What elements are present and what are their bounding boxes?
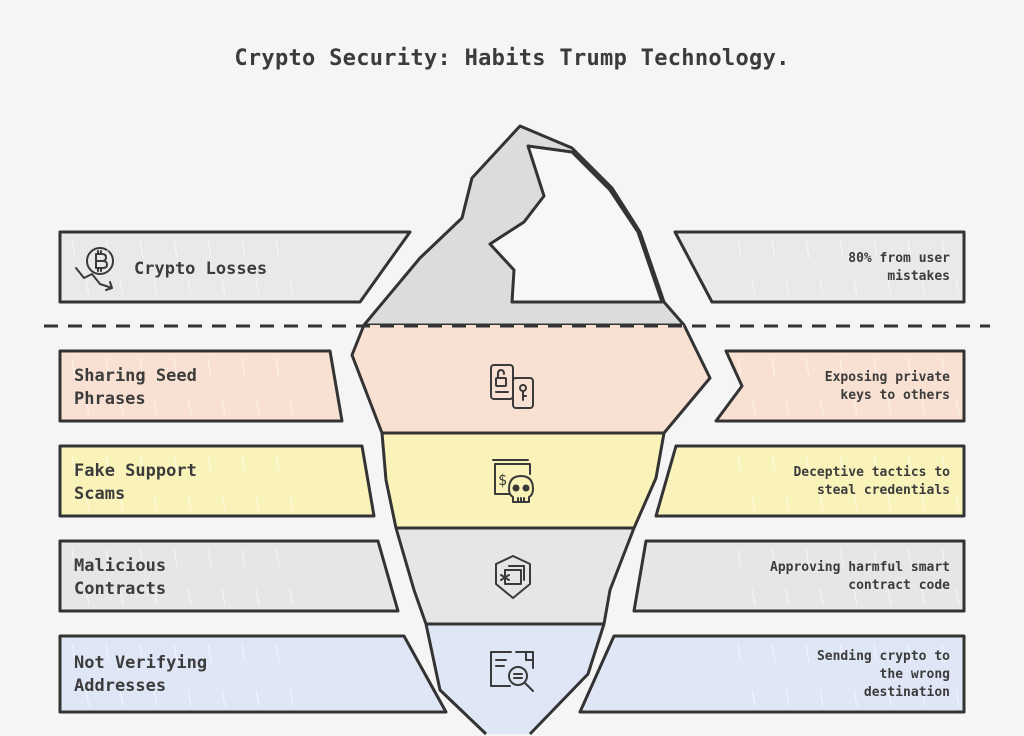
phone-key-lock-icon [490,364,534,409]
right-box-3 [632,539,966,613]
top-label: Crypto Losses [134,259,268,279]
money-skull-icon: $ [492,459,534,503]
left-box-3 [58,539,400,613]
layer-label-3: Malicious Contracts [74,556,167,599]
top-right-box [673,230,966,304]
hatch-marks [71,239,960,707]
address-search-icon [490,651,534,692]
top-left-box [58,230,412,304]
contract-shield-icon [495,555,531,599]
page-title: Crypto Security: Habits Trump Technology… [234,46,790,71]
svg-text:$: $ [498,471,507,489]
right-box-1 [714,349,966,423]
layer-label-2: Fake Support Scams [74,461,197,504]
layer-band-3 [396,528,634,624]
layer-description-4: Sending crypto to the wrong destination [816,649,950,700]
layer-description-2: Deceptive tactics to steal credentials [793,465,950,498]
left-box-2 [58,444,376,518]
iceberg-snow [488,144,664,304]
left-box-4 [58,634,448,714]
right-box-4 [578,634,966,714]
top-description: 80% from user mistakes [848,251,950,284]
layer-label-1: Sharing Seed Phrases [74,366,197,409]
layer-description-1: Exposing private keys to others [824,370,950,403]
layer-description-3: Approving harmful smart contract code [770,560,951,593]
right-box-2 [654,444,966,518]
layer-label-4: Not Verifying Addresses [74,653,208,696]
left-box-1 [58,349,344,423]
layer-band-2 [382,433,664,528]
bitcoin-loss-icon [75,247,114,291]
